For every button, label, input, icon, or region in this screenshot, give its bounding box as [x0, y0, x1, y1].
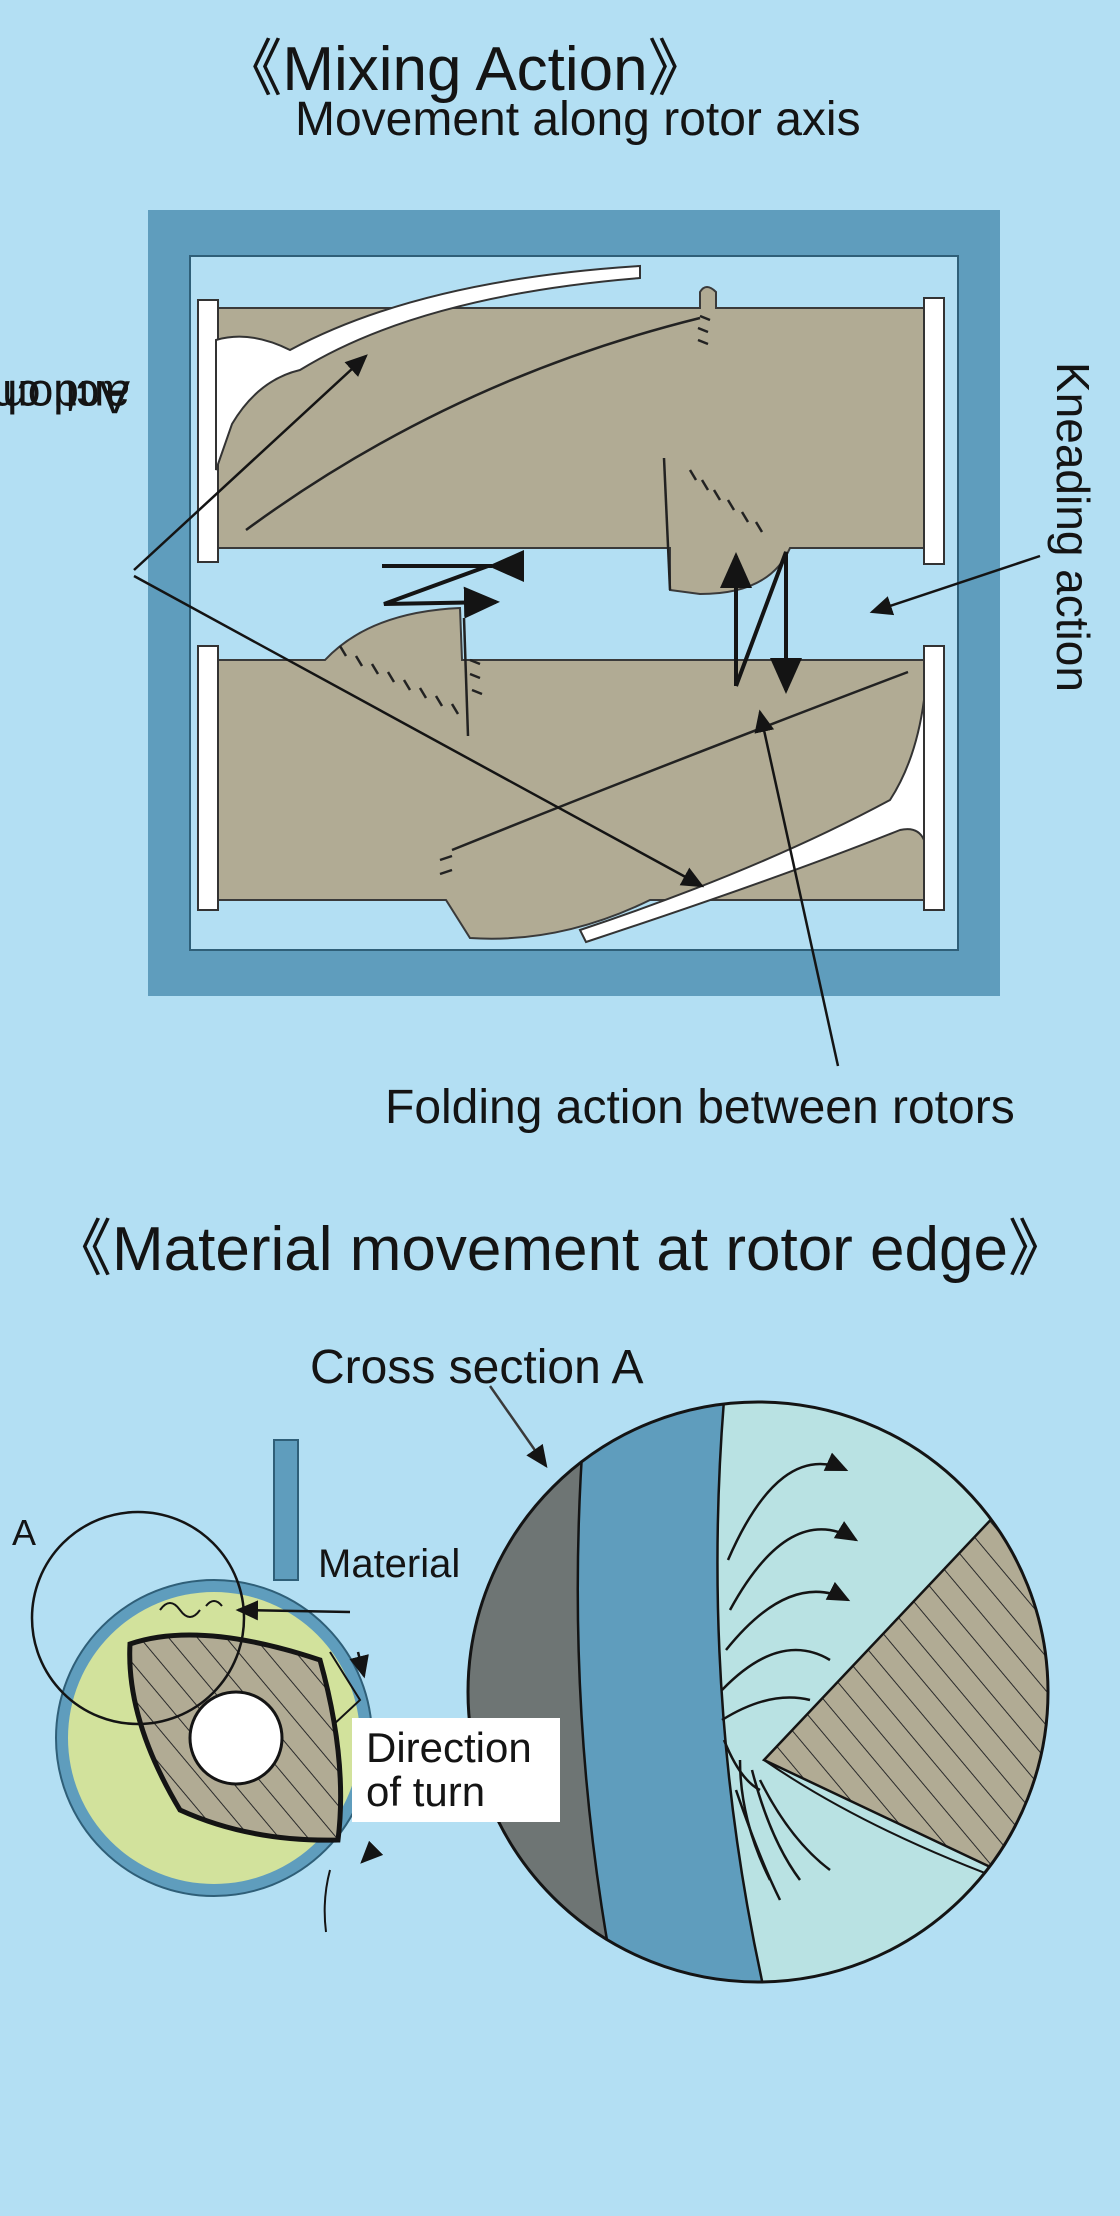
leader-lines	[133, 354, 1041, 1067]
label-rotor-blade-chamber-wall: Action between rotor bladesand chamber w…	[0, 310, 130, 990]
label-point-a: A	[12, 1512, 37, 1553]
section2-title: 《Material movement at rotor edge》	[50, 1215, 1070, 1284]
label-left-line2: and chamber walls	[0, 371, 130, 423]
lower-rotor	[197, 606, 945, 944]
label-direction-of-turn: Direction of turn	[352, 1718, 560, 1822]
axial-movement-arrows	[382, 550, 802, 694]
direction-line2: of turn	[366, 1768, 486, 1815]
small-cross-section	[30, 1439, 384, 1933]
label-cross-section-a: Cross section A	[310, 1341, 644, 1394]
upper-rotor	[197, 264, 945, 596]
large-cross-section-a	[466, 1385, 1050, 1984]
label-folding-action: Folding action between rotors	[385, 1081, 1015, 1134]
section1-title: 《Mixing Action》	[220, 35, 710, 104]
section1-subtitle: Movement along rotor axis	[295, 93, 861, 146]
label-kneading-action-text: Kneading action	[1047, 362, 1099, 692]
direction-line1: Direction	[366, 1724, 532, 1771]
label-kneading-action: Kneading action	[1040, 362, 1100, 742]
label-material: Material	[318, 1542, 461, 1586]
